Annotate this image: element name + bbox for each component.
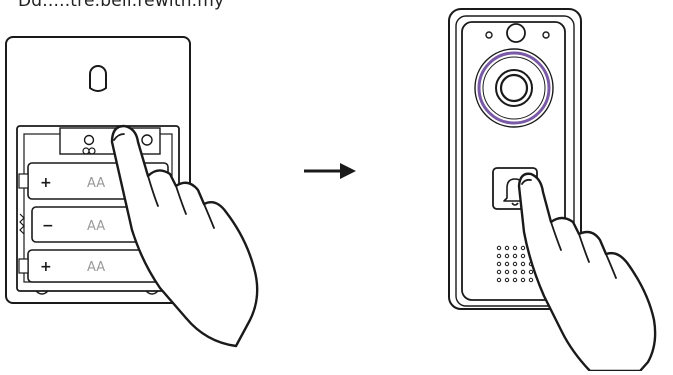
camera-lens xyxy=(474,48,554,128)
battery-2-label: AA xyxy=(87,219,105,234)
arrow-right-icon xyxy=(304,163,356,179)
battery-1-label: AA xyxy=(87,176,105,191)
battery-3: + AA xyxy=(18,249,169,283)
pair-button-icon xyxy=(82,134,153,155)
battery-3-label: AA xyxy=(87,260,105,275)
caption-text: Dd.....tre.bell.rewith.my xyxy=(18,0,225,11)
hand-right xyxy=(517,172,657,373)
hook-icon xyxy=(89,65,107,92)
battery-1-plus: + xyxy=(40,175,52,191)
battery-3-plus: + xyxy=(40,259,52,275)
hand-left xyxy=(110,124,259,348)
battery-2-minus: − xyxy=(42,218,54,234)
